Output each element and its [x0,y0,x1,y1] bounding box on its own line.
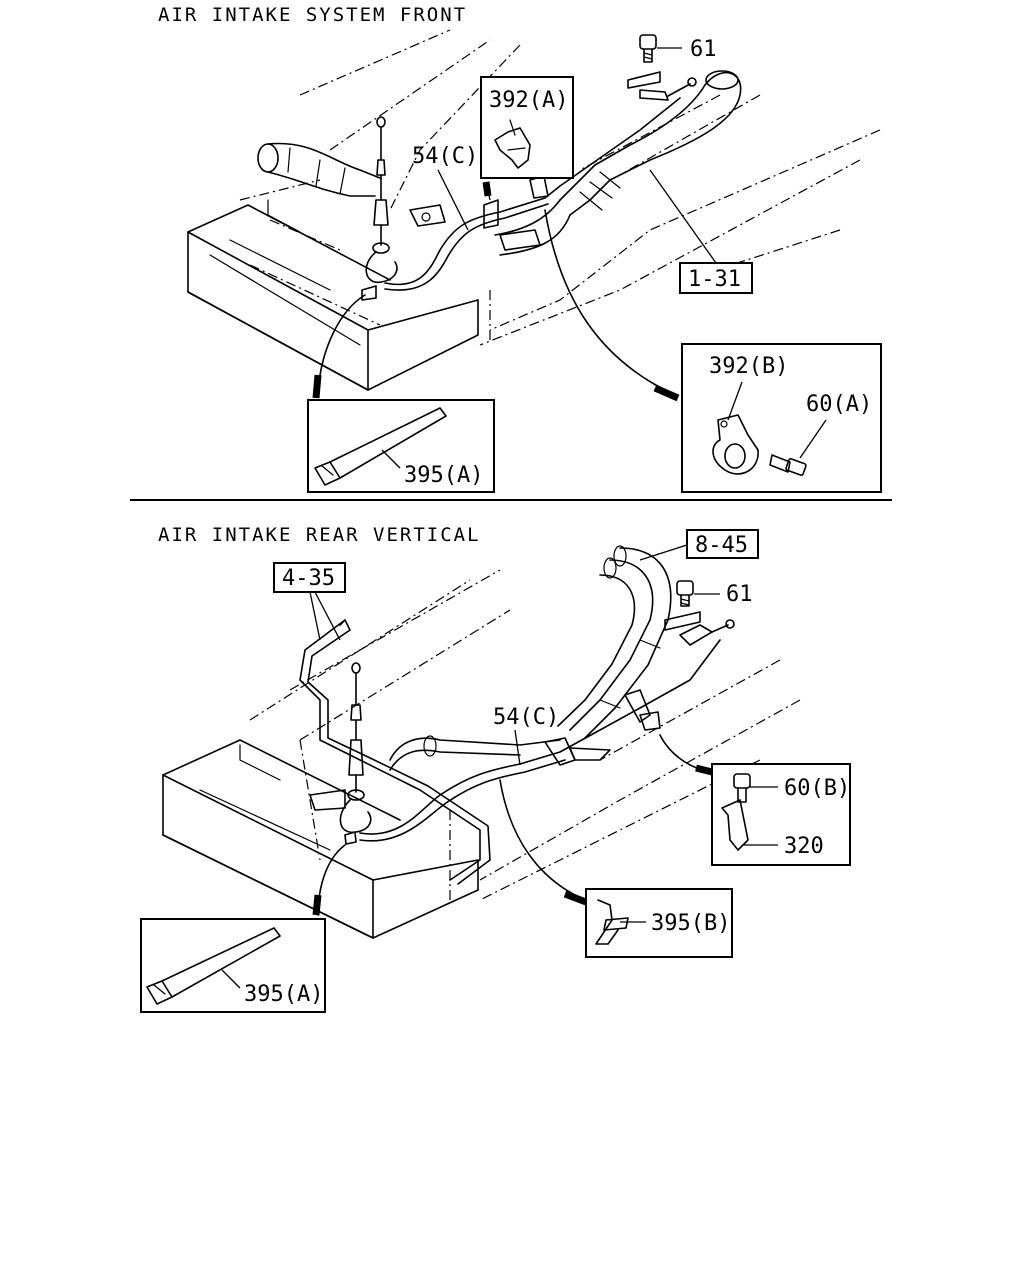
rear-crossmember [162,739,479,939]
rear-ref-4-35: 4-35 [273,562,346,641]
rear-callout-54c: 54(C) [493,705,559,766]
front-callout-395a: 395(A) [307,399,495,493]
rear-sweep-395a [317,844,346,916]
rear-pipes-4-35 [299,619,561,885]
rear-label-54c: 54(C) [493,705,559,730]
rear-label-395a: 395(A) [244,982,323,1007]
front-clamps [361,175,549,301]
front-callout-392a: 392(A) [480,76,574,201]
front-cable [365,71,697,291]
front-label-60a: 60(A) [806,392,872,417]
rear-bolt-61: 61 [664,580,753,631]
rear-callout-395a: 395(A) [140,918,326,1013]
front-intake-hose [257,142,381,197]
rear-label-60b: 60(B) [784,776,850,801]
front-label-395a: 395(A) [404,463,483,488]
front-callout-54c: 54(C) [412,144,478,231]
front-section: AIR INTAKE SYSTEM FRONT [158,4,882,493]
front-label-61: 61 [690,37,717,62]
front-ref-1-31: 1-31 [649,169,753,294]
rear-callout-395b: 395(B) [585,888,733,958]
rear-callout-60b: 60(B) 320 [711,763,851,866]
rear-label-4-35: 4-35 [282,566,335,591]
front-crossmember [187,199,479,391]
rear-sweep-395b-end [563,890,588,906]
front-label-54c: 54(C) [412,144,478,169]
rear-clamps [309,689,661,811]
rear-section-title: AIR INTAKE REAR VERTICAL [158,524,481,546]
rear-pipes-8-45 [557,545,672,739]
rear-frame-outline [249,569,801,901]
rear-label-320: 320 [784,834,824,859]
rear-section: AIR INTAKE REAR VERTICAL [140,524,851,1013]
front-label-392b: 392(B) [709,354,788,379]
rear-sweep-395b [499,779,586,901]
rear-ref-8-45: 8-45 [639,529,759,561]
rear-sweep-395a-end [312,894,322,916]
front-label-1-31: 1-31 [688,267,741,292]
front-sweep-395a [317,294,366,396]
rear-label-395b: 395(B) [651,911,730,936]
rear-label-8-45: 8-45 [695,533,748,558]
front-label-392a: 392(A) [489,88,568,113]
front-bolt-61: 61 [639,34,717,63]
rear-label-61: 61 [726,582,753,607]
front-sweep-395a-end [312,374,322,399]
front-sweep-392b-end [653,384,680,402]
rear-sweep-60b-end [695,764,713,776]
rear-cable [339,619,735,845]
front-callout-392b: 392(B) 60(A) [681,343,882,493]
front-sweep-392b [544,209,676,396]
front-intake-pipe [494,70,742,256]
front-section-title: AIR INTAKE SYSTEM FRONT [158,4,467,26]
